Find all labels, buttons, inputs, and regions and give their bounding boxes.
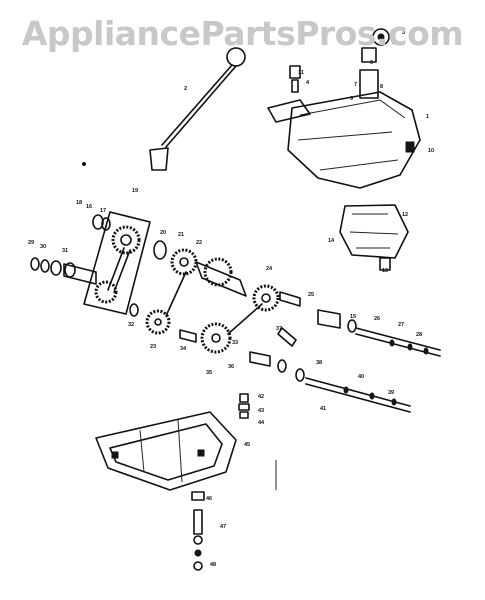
callout-1: 1 [426, 114, 429, 120]
callout-8: 8 [380, 84, 383, 90]
callout-16: 16 [86, 204, 92, 210]
callout-18: 18 [76, 200, 82, 206]
callout-35: 35 [206, 370, 212, 376]
callout-15: 15 [350, 314, 356, 320]
callout-4: 4 [306, 80, 310, 86]
callout-20: 20 [160, 230, 166, 236]
callout-32: 32 [128, 322, 134, 328]
gear-train [129, 240, 280, 354]
callout-27: 27 [398, 322, 404, 328]
callout-3: 3 [402, 30, 405, 36]
callout-labels: 1 2 3 4 5 6 7 8 9 10 11 12 13 14 15 16 1… [28, 30, 434, 568]
callout-11: 11 [298, 70, 304, 76]
callout-22: 22 [196, 240, 202, 246]
callout-44: 44 [258, 420, 265, 426]
callout-25: 25 [308, 292, 314, 298]
callout-38: 38 [316, 360, 322, 366]
callout-10: 10 [428, 148, 434, 154]
callout-9: 9 [350, 96, 353, 102]
callout-30: 30 [40, 244, 46, 250]
fasteners [82, 162, 277, 571]
callout-24: 24 [266, 266, 273, 272]
callout-48: 48 [210, 562, 216, 568]
callout-29: 29 [28, 240, 34, 246]
callout-7: 7 [354, 82, 357, 88]
callout-13: 13 [382, 268, 388, 274]
callout-5: 5 [392, 40, 395, 46]
callout-12: 12 [402, 212, 408, 218]
callout-21: 21 [178, 232, 184, 238]
boxed-gear-assembly [83, 211, 151, 315]
callout-31: 31 [62, 248, 68, 254]
callout-37: 37 [276, 326, 282, 332]
callout-46: 46 [206, 496, 212, 502]
callout-19: 19 [132, 188, 138, 194]
callout-40: 40 [358, 374, 364, 380]
callout-26: 26 [374, 316, 380, 322]
callout-6: 6 [370, 60, 373, 66]
top-housing [267, 28, 421, 189]
callout-36: 36 [228, 364, 234, 370]
callout-14: 14 [328, 238, 335, 244]
shift-lever [149, 47, 246, 171]
callout-39: 39 [388, 390, 394, 396]
callout-17: 17 [100, 208, 106, 214]
right-shafts [249, 291, 441, 413]
callout-41: 41 [320, 406, 326, 412]
callout-45: 45 [244, 442, 250, 448]
callout-42: 42 [258, 394, 264, 400]
callout-34: 34 [180, 346, 187, 352]
oil-pan [95, 411, 237, 491]
callout-2: 2 [184, 86, 187, 92]
callout-43: 43 [258, 408, 264, 414]
callout-23: 23 [150, 344, 156, 350]
callout-47: 47 [220, 524, 226, 530]
callout-33: 33 [232, 340, 238, 346]
left-washers [30, 214, 111, 285]
shifter-bracket [339, 204, 409, 271]
callout-28: 28 [416, 332, 422, 338]
